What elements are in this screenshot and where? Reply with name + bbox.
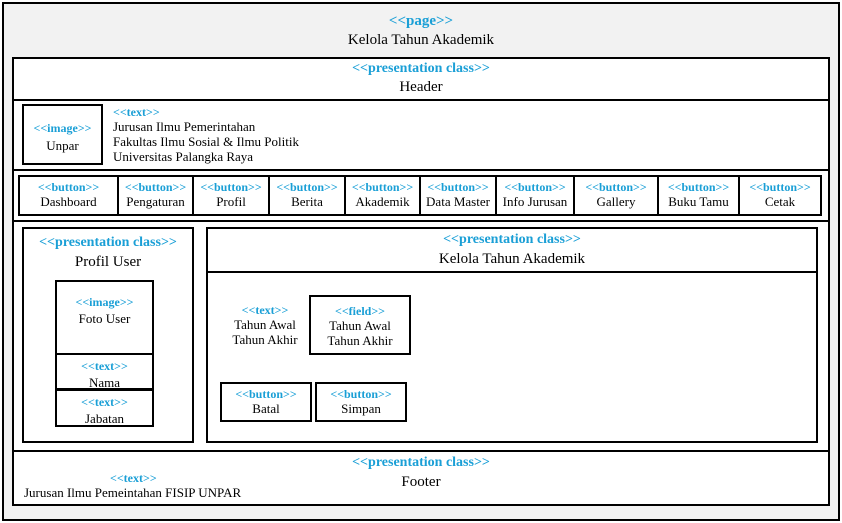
button-stereotype: <<button>> xyxy=(37,180,100,194)
button-stereotype: <<button>> xyxy=(124,180,187,194)
profile-photo: <<image>> Foto User xyxy=(55,280,154,355)
footer-text: <<text>> Jurusan Ilmu Pemeintahan FISIP … xyxy=(24,471,242,501)
button-stereotype: <<button>> xyxy=(585,180,647,194)
page-title: Kelola Tahun Akademik xyxy=(347,32,495,48)
header-text-stereotype: <<text>> xyxy=(113,105,160,119)
form-labels: <<text>> Tahun Awal Tahun Akhir xyxy=(222,303,308,348)
button-label: Cetak xyxy=(764,194,796,209)
photo-stereotype: <<image>> xyxy=(75,295,134,309)
nav-button-pengaturan[interactable]: <<button>> Pengaturan xyxy=(118,176,193,215)
button-label: Dashboard xyxy=(40,194,97,209)
profile-panel xyxy=(22,227,194,443)
footer-text-stereotype: <<text>> xyxy=(110,471,157,485)
button-label: Akademik xyxy=(355,194,410,209)
header-divider xyxy=(12,99,830,101)
logo-image-stereotype: <<image>> xyxy=(33,121,92,135)
button-label: Data Master xyxy=(426,194,490,209)
nav-button-buku-tamu[interactable]: <<button>> Buku Tamu xyxy=(658,176,739,215)
page-stereotype: <<page>> xyxy=(388,13,454,29)
save-button[interactable]: <<button>> Simpan xyxy=(315,382,407,422)
nav-button-akademik[interactable]: <<button>> Akademik xyxy=(345,176,420,215)
footer-divider xyxy=(12,450,830,452)
cancel-button-stereotype: <<button>> xyxy=(235,387,297,401)
nav-bottom-divider xyxy=(12,220,830,222)
cancel-button-label: Batal xyxy=(252,401,280,416)
header-text-line: Fakultas Ilmu Sosial & Ilmu Politik xyxy=(113,134,299,149)
footer-text-label: Jurusan Ilmu Pemeintahan FISIP UNPAR xyxy=(24,485,242,500)
button-stereotype: <<button>> xyxy=(276,180,338,194)
logo-image: <<image>> Unpar xyxy=(22,104,103,165)
button-stereotype: <<button>> xyxy=(200,180,262,194)
photo-label: Foto User xyxy=(78,311,131,326)
button-stereotype: <<button>> xyxy=(504,180,566,194)
nav-button-berita[interactable]: <<button>> Berita xyxy=(269,176,345,215)
save-button-stereotype: <<button>> xyxy=(330,387,392,401)
footer-stereotype: <<presentation class>> xyxy=(352,455,490,470)
button-label: Profil xyxy=(216,194,246,209)
nav-button-gallery[interactable]: <<button>> Gallery xyxy=(574,176,658,215)
button-stereotype: <<button>> xyxy=(667,180,730,194)
button-label: Pengaturan xyxy=(126,194,185,209)
name-label: Nama xyxy=(88,375,121,390)
field-tahun-awal[interactable]: Tahun Awal xyxy=(329,318,391,333)
main-panel xyxy=(206,227,818,443)
header-text-line: Jurusan Ilmu Pemerintahan xyxy=(113,119,256,134)
position-label: Jabatan xyxy=(85,411,124,426)
position-stereotype: <<text>> xyxy=(81,395,128,409)
header-title: Header xyxy=(399,79,443,95)
header-text-line: Universitas Palangka Raya xyxy=(113,149,254,164)
nav-top-divider xyxy=(12,169,830,171)
name-stereotype: <<text>> xyxy=(81,359,128,373)
form-fields-stereotype: <<field>> xyxy=(334,304,385,318)
footer-title: Footer xyxy=(401,474,441,490)
nav-button-profil[interactable]: <<button>> Profil xyxy=(193,176,269,215)
profile-stereotype: <<presentation class>> xyxy=(39,235,177,250)
logo-image-label: Unpar xyxy=(46,138,79,153)
header-text: <<text>> Jurusan Ilmu Pemerintahan Fakul… xyxy=(113,105,299,165)
nav-button-info-jurusan[interactable]: <<button>> Info Jurusan xyxy=(496,176,574,215)
button-stereotype: <<button>> xyxy=(351,180,414,194)
button-label: Gallery xyxy=(596,194,636,209)
button-label: Info Jurusan xyxy=(502,194,568,209)
form-fields[interactable]: <<field>> Tahun Awal Tahun Akhir xyxy=(309,295,411,355)
button-stereotype: <<button>> xyxy=(427,180,489,194)
header-stereotype: <<presentation class>> xyxy=(352,61,490,76)
profile-name: <<text>> Nama xyxy=(55,353,154,390)
label-tahun-akhir: Tahun Akhir xyxy=(232,332,298,347)
save-button-label: Simpan xyxy=(341,401,381,416)
field-tahun-akhir[interactable]: Tahun Akhir xyxy=(327,333,393,348)
nav-button-dashboard[interactable]: <<button>> Dashboard xyxy=(19,176,118,215)
profile-position: <<text>> Jabatan xyxy=(55,389,154,427)
main-stereotype: <<presentation class>> xyxy=(443,232,581,247)
label-tahun-awal: Tahun Awal xyxy=(234,317,296,332)
button-stereotype: <<button>> xyxy=(749,180,811,194)
main-divider xyxy=(206,271,818,273)
form-labels-stereotype: <<text>> xyxy=(241,303,289,317)
cancel-button[interactable]: <<button>> Batal xyxy=(220,382,312,422)
main-title: Kelola Tahun Akademik xyxy=(438,251,586,267)
button-label: Berita xyxy=(291,194,323,209)
profile-title: Profil User xyxy=(74,254,142,270)
nav-button-cetak[interactable]: <<button>> Cetak xyxy=(739,176,821,215)
nav-button-data-master[interactable]: <<button>> Data Master xyxy=(420,176,496,215)
button-label: Buku Tamu xyxy=(668,194,729,209)
